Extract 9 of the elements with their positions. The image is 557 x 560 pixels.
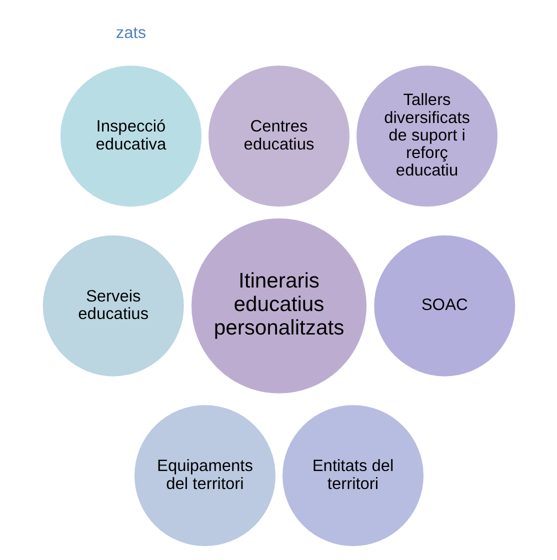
node-circle: Centres educatius — [206, 63, 352, 209]
node-circle: Itineraris educatius personalitzats — [188, 216, 368, 396]
node-circle: Equipaments del territori — [132, 402, 278, 548]
node-circle: SOAC — [371, 233, 517, 379]
label: zats — [115, 24, 146, 42]
node-circle: Entitats del territori — [280, 402, 426, 548]
node-circle: Tallers diversificats de suport i reforç educatiu — [354, 63, 500, 209]
node-circle: Inspecció educativa — [58, 63, 204, 209]
node-circle: Serveis educatius — [40, 233, 186, 379]
